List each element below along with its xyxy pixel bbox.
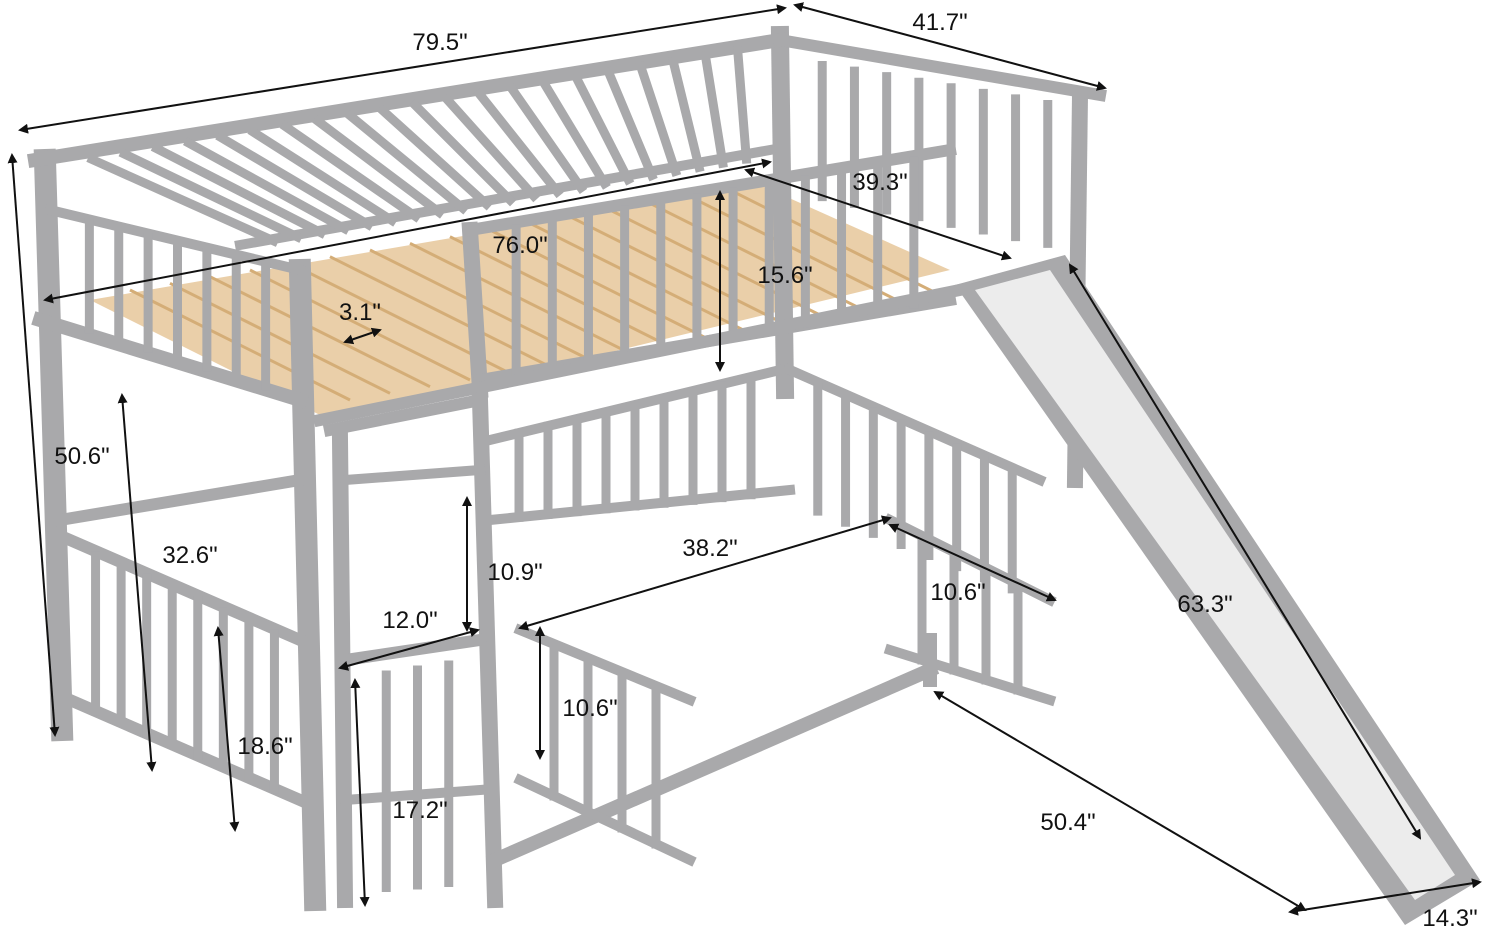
post xyxy=(288,258,327,912)
frame-rail xyxy=(62,692,308,808)
frame-rail xyxy=(53,473,307,527)
dimension-label-slide-length: 63.3" xyxy=(1177,591,1232,618)
dimension-arrow-overall-width xyxy=(793,2,1107,91)
dimension-label-overall-width: 41.7" xyxy=(912,9,967,36)
dimension-arrow-under-bed-clearance xyxy=(117,393,157,772)
dimension-arrow-inner-width xyxy=(744,167,1012,261)
frame-rail xyxy=(513,773,697,867)
bunk-bed-illustration xyxy=(26,25,1480,925)
dimension-label-ladder-width: 12.0" xyxy=(382,607,437,634)
dimension-label-slide-footprint: 50.4" xyxy=(1040,809,1095,836)
dimension-label-under-bed-clearance: 32.6" xyxy=(162,542,217,569)
dimension-arrow-lower-rail-height xyxy=(213,626,240,832)
dimension-label-slat-gap: 3.1" xyxy=(339,299,381,326)
dimension-label-side-gate-width: 10.6" xyxy=(930,579,985,606)
spindle xyxy=(732,45,752,164)
dimension-arrow-ladder-width xyxy=(338,627,480,671)
ladder-step xyxy=(339,464,486,486)
dimension-label-lower-rail-height: 18.6" xyxy=(237,733,292,760)
dimension-label-inner-width: 39.3" xyxy=(852,169,907,196)
spindle xyxy=(700,50,728,169)
dimension-label-slide-width: 14.3" xyxy=(1422,905,1477,932)
ladder-rail xyxy=(331,431,354,909)
dimension-arrow-first-step-height xyxy=(350,678,370,907)
dimension-label-ladder-step-height: 10.9" xyxy=(487,559,542,586)
frame-rail xyxy=(773,33,1107,102)
dimension-label-guardrail-height: 15.6" xyxy=(757,262,812,289)
frame-rail xyxy=(31,311,309,409)
frame-rail xyxy=(485,660,940,870)
frame-rail xyxy=(312,282,968,428)
dimension-arrow-slide-width xyxy=(1288,878,1482,916)
dimension-arrow-side-gate-width xyxy=(888,523,1057,602)
dimension-arrow-inner-length xyxy=(43,158,772,304)
dimension-label-overall-height: 50.6" xyxy=(54,443,109,470)
slide-surface xyxy=(975,270,1455,900)
dimension-label-first-step-height: 17.2" xyxy=(392,797,447,824)
frame-rail xyxy=(484,484,796,526)
dimension-label-lower-inner-width: 38.2" xyxy=(682,535,737,562)
dimension-lines xyxy=(7,2,1482,916)
spindle xyxy=(537,77,611,190)
ladder-step xyxy=(338,633,487,667)
dimension-arrow-overall-height xyxy=(7,153,60,737)
dimension-arrow-lower-inner-width xyxy=(518,515,892,631)
dimension-label-overall-length: 79.5" xyxy=(412,29,467,56)
post xyxy=(770,25,795,400)
dimension-arrow-slat-gap xyxy=(343,327,382,345)
frame-rail xyxy=(62,532,308,648)
ladder-rail xyxy=(471,391,504,909)
frame-rail xyxy=(513,623,697,707)
dimension-label-inner-length: 76.0" xyxy=(492,232,547,259)
dimension-arrow-overall-length xyxy=(18,4,787,134)
dimension-arrow-slide-footprint xyxy=(933,690,1307,912)
dimension-arrow-slide-length xyxy=(1068,263,1422,840)
frame-rail xyxy=(783,363,1047,487)
post xyxy=(461,221,489,399)
spindle xyxy=(667,55,705,173)
dimension-label-front-gate-height: 10.6" xyxy=(562,695,617,722)
frame-rail xyxy=(322,392,488,438)
